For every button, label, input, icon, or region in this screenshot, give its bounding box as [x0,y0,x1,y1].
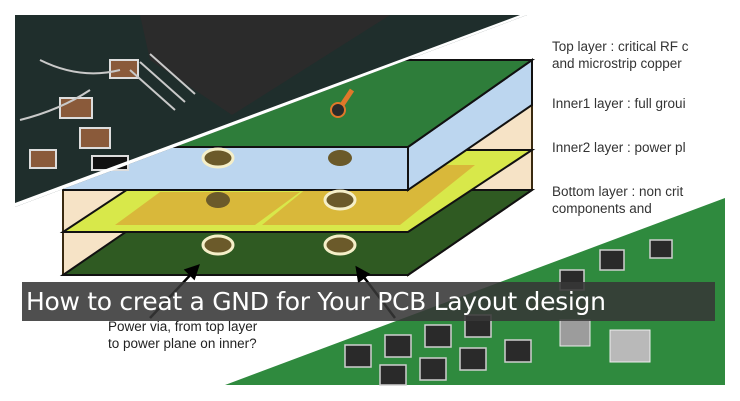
top-layer-note: Top layer : critical RF c and microstrip… [552,39,689,71]
vias [201,147,357,256]
banner-title: How to creat a GND for Your PCB Layout d… [26,287,606,316]
bottom-layer-note: Bottom layer : non crit components and [552,184,684,216]
power-via-note: Power via, from top layer to power plane… [108,319,258,351]
power-island-left [115,192,300,225]
top-via [330,102,346,118]
pcb-photo-top-left [15,15,527,207]
inner2-layer-note: Inner2 layer : power pl [552,140,686,155]
inner1-layer-note: Inner1 layer : full groui [552,96,686,111]
title-bar [22,282,715,321]
